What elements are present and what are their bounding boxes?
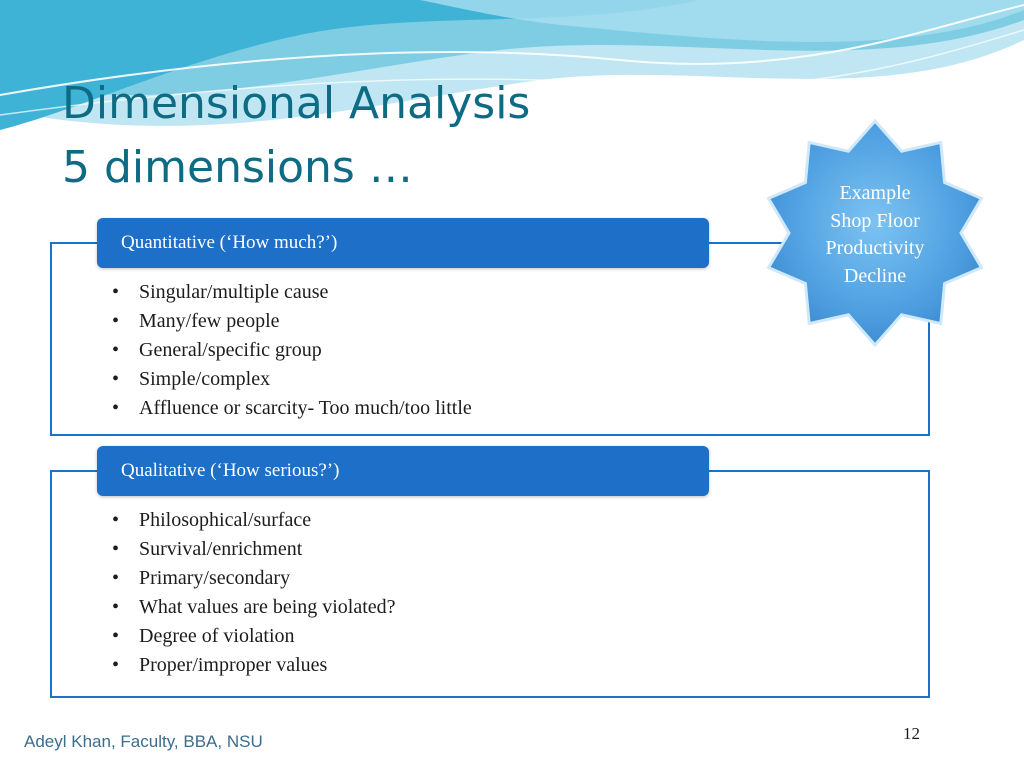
badge-line: Productivity bbox=[825, 237, 925, 259]
slide-title: Dimensional Analysis 5 dimensions … bbox=[62, 72, 530, 200]
list-item: What values are being violated? bbox=[112, 593, 396, 622]
badge-line: Shop Floor bbox=[830, 209, 920, 232]
title-line-1: Dimensional Analysis bbox=[62, 78, 531, 129]
quantitative-list: Singular/multiple cause Many/few people … bbox=[112, 278, 472, 423]
badge-line: Example bbox=[839, 182, 911, 204]
star-badge bbox=[766, 118, 984, 348]
wave-background bbox=[0, 0, 1024, 130]
list-item: Primary/secondary bbox=[112, 564, 396, 593]
title-line-2: 5 dimensions … bbox=[62, 142, 413, 193]
list-item: Proper/improper values bbox=[112, 651, 396, 680]
list-item: Singular/multiple cause bbox=[112, 278, 472, 307]
badge-text: Example Shop Floor Productivity Decline bbox=[775, 180, 975, 290]
list-item: General/specific group bbox=[112, 336, 472, 365]
list-item: Many/few people bbox=[112, 307, 472, 336]
list-item: Simple/complex bbox=[112, 365, 472, 394]
footer-author: Adeyl Khan, Faculty, BBA, NSU bbox=[24, 732, 263, 751]
list-item: Affluence or scarcity- Too much/too litt… bbox=[112, 394, 472, 423]
list-item: Survival/enrichment bbox=[112, 535, 396, 564]
list-item: Philosophical/surface bbox=[112, 506, 396, 535]
quantitative-header: Quantitative (‘How much?’) bbox=[97, 218, 709, 268]
qualitative-list: Philosophical/surface Survival/enrichmen… bbox=[112, 506, 396, 680]
qualitative-header: Qualitative (‘How serious?’) bbox=[97, 446, 709, 496]
page-number: 12 bbox=[903, 724, 920, 743]
list-item: Degree of violation bbox=[112, 622, 396, 651]
badge-line: Decline bbox=[843, 264, 907, 287]
